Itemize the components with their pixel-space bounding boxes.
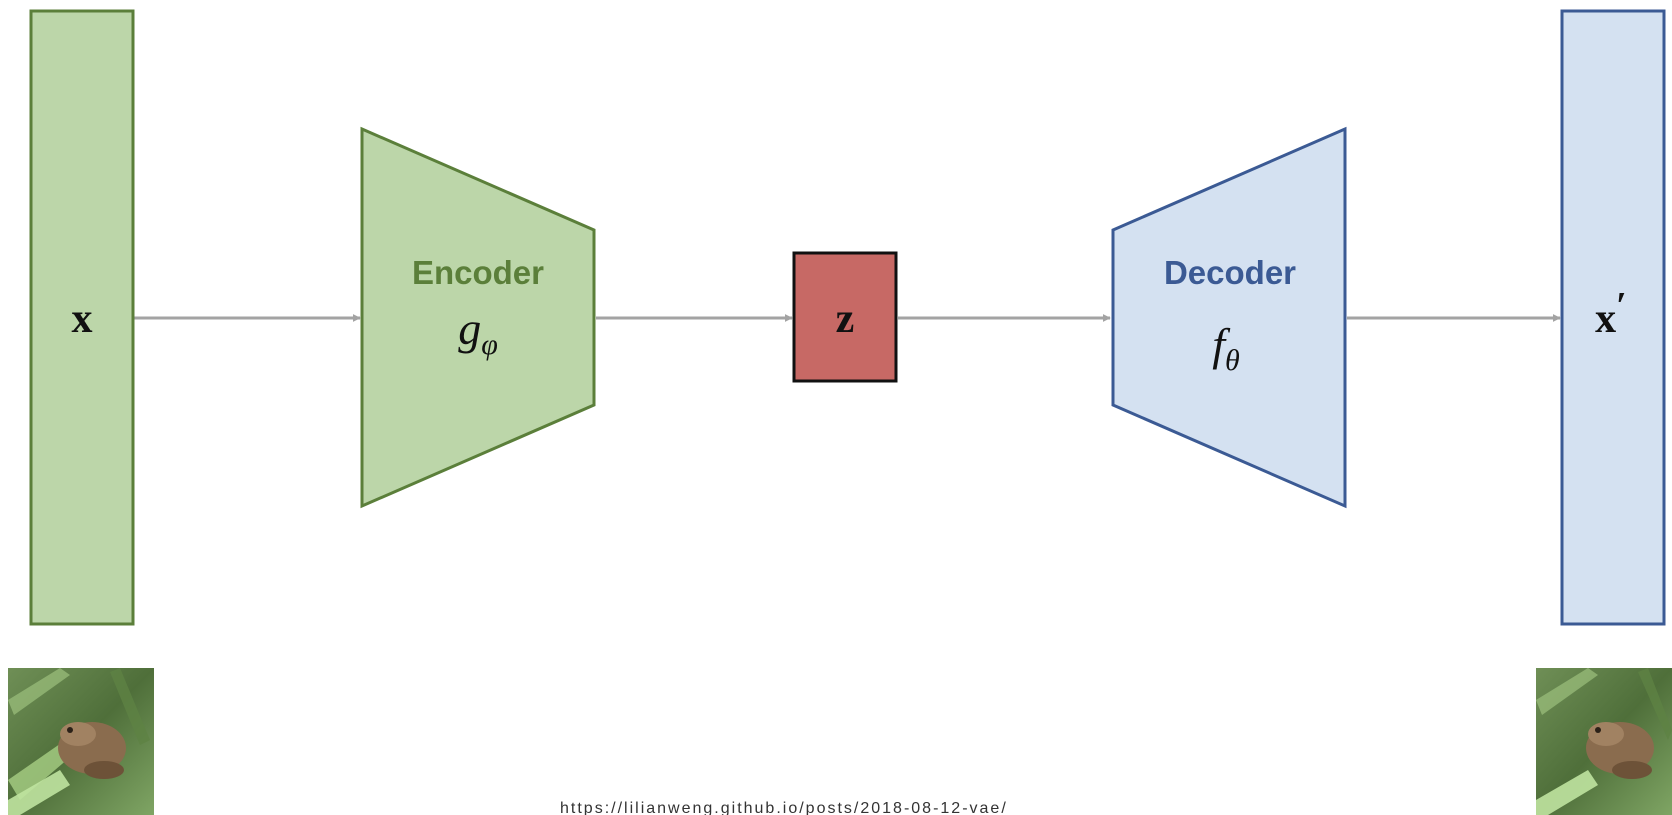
output-symbol-prime: ′ bbox=[1616, 285, 1627, 327]
encoder-block: Encoder gφ bbox=[360, 126, 596, 509]
latent-symbol: z bbox=[836, 296, 855, 342]
input-vector: x bbox=[29, 9, 135, 626]
decoder-block: Decoder fθ bbox=[1111, 126, 1347, 509]
encoder-function: gφ bbox=[458, 303, 498, 361]
source-url-caption: https://lilianweng.github.io/posts/2018-… bbox=[560, 800, 1008, 815]
latent-box bbox=[792, 251, 898, 383]
reconstructed-frog-photo-thumbnail bbox=[1536, 668, 1672, 815]
output-symbol-base: x bbox=[1595, 296, 1616, 342]
decoder-title: Decoder bbox=[1164, 254, 1296, 291]
output-vector: x′ bbox=[1560, 9, 1666, 626]
encoder-title: Encoder bbox=[412, 254, 544, 291]
encoder-function-symbol: g bbox=[458, 303, 481, 354]
encoder-function-subscript: φ bbox=[481, 328, 498, 361]
encoder-shape bbox=[360, 126, 596, 509]
frog-photo-thumbnail bbox=[8, 668, 154, 815]
latent-vector: z bbox=[792, 251, 898, 383]
input-vector-box bbox=[29, 9, 135, 626]
output-vector-box bbox=[1560, 9, 1666, 626]
decoder-function-subscript: θ bbox=[1225, 344, 1240, 377]
input-symbol: x bbox=[72, 296, 93, 342]
decoder-shape bbox=[1111, 126, 1347, 509]
output-symbol: x′ bbox=[1595, 285, 1627, 342]
